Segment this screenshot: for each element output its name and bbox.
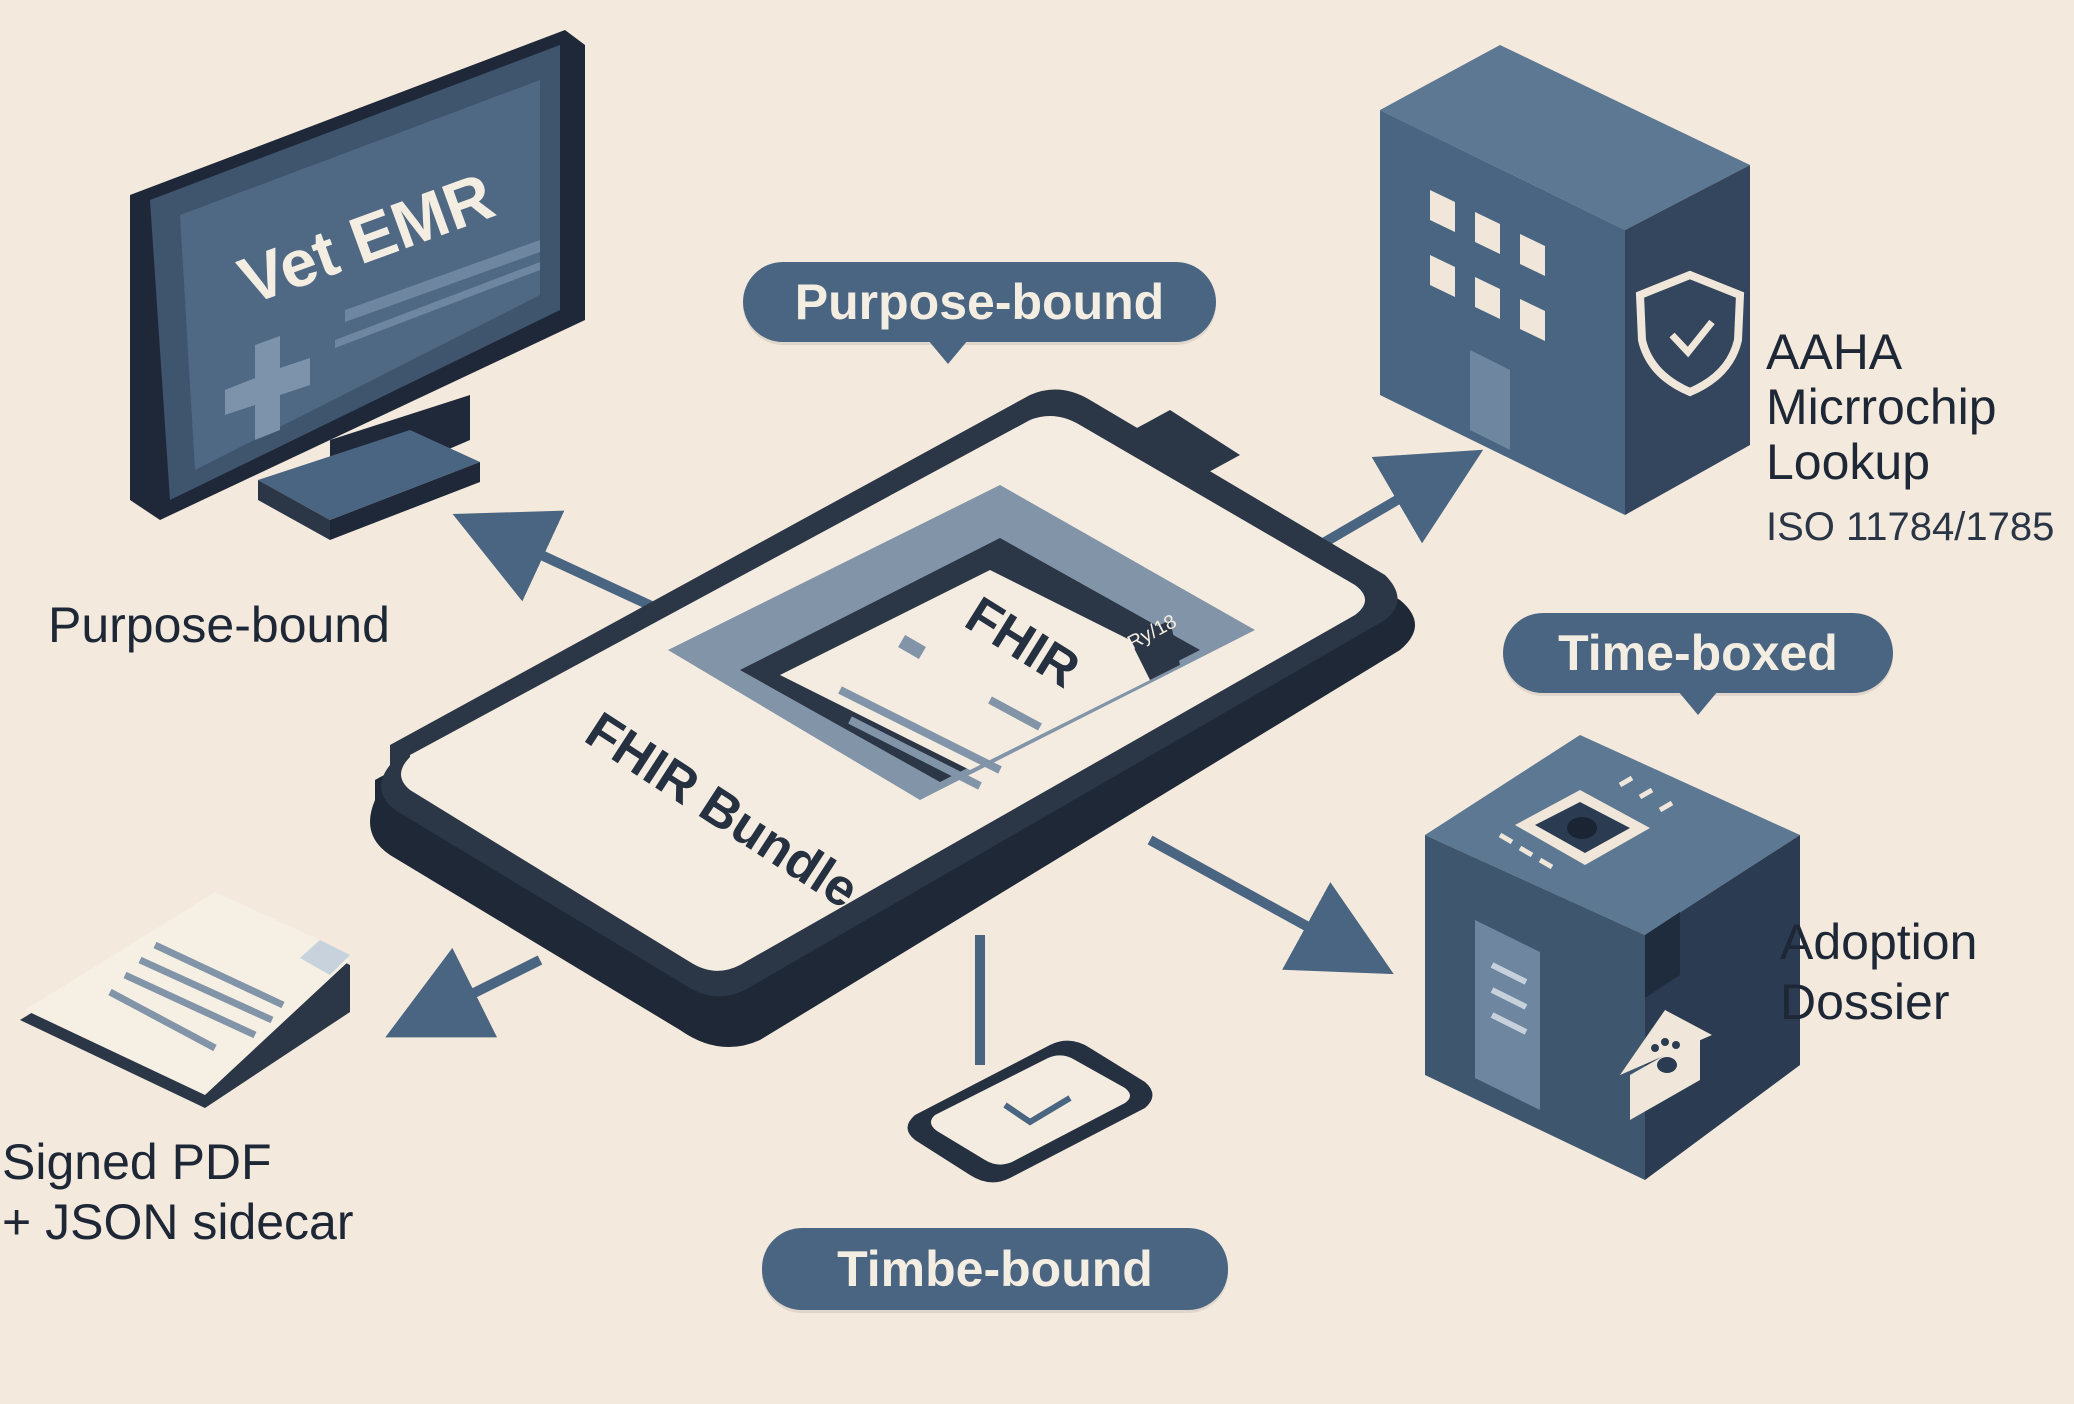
callout-purpose-bound: Purpose-bound <box>743 262 1216 364</box>
adoption-dossier-label-line-2: Dossier <box>1780 974 1950 1030</box>
vet-emr-monitor-icon <box>130 30 585 540</box>
arrow-to-signed-pdf <box>385 947 543 1038</box>
signed-pdf-label-line-2: + JSON sidecar <box>2 1194 354 1250</box>
signed-pdf-document-icon <box>20 892 350 1108</box>
connectors <box>385 449 1484 1065</box>
microchip-standard-label: ISO 11784/1785 <box>1766 505 2055 549</box>
adoption-dossier-box-icon <box>1425 735 1800 1180</box>
callout-timbe-bound: Timbe-bound <box>762 1228 1228 1310</box>
microchip-building-icon <box>1380 45 1750 515</box>
microchip-icon <box>1498 775 1674 870</box>
vet-emr-label: Purpose-bound <box>48 597 390 653</box>
adoption-dossier-label-line-1: Adoption <box>1780 914 1978 970</box>
paw-icon <box>1651 1038 1680 1073</box>
shield-icon <box>1635 270 1745 397</box>
callout-time-boxed: Time-boxed <box>1503 613 1893 715</box>
arrow-to-microchip <box>1317 449 1484 550</box>
signed-pdf-label-line-1: Signed PDF <box>2 1134 272 1190</box>
arrow-to-adoption <box>1147 835 1394 975</box>
check-icon <box>1003 1095 1072 1126</box>
house-icon <box>1630 1035 1700 1120</box>
phone-device-icon <box>370 389 1415 1048</box>
microchip-lookup-label-line-2: Micrrochip <box>1766 379 1997 435</box>
arrow-to-vet-emr <box>452 510 663 615</box>
microchip-lookup-label-line-3: Lookup <box>1766 434 1931 490</box>
verify-badge-icon <box>907 1040 1153 1183</box>
microchip-lookup-label-line-1: AAHA <box>1766 324 1903 380</box>
check-icon <box>1669 319 1715 358</box>
